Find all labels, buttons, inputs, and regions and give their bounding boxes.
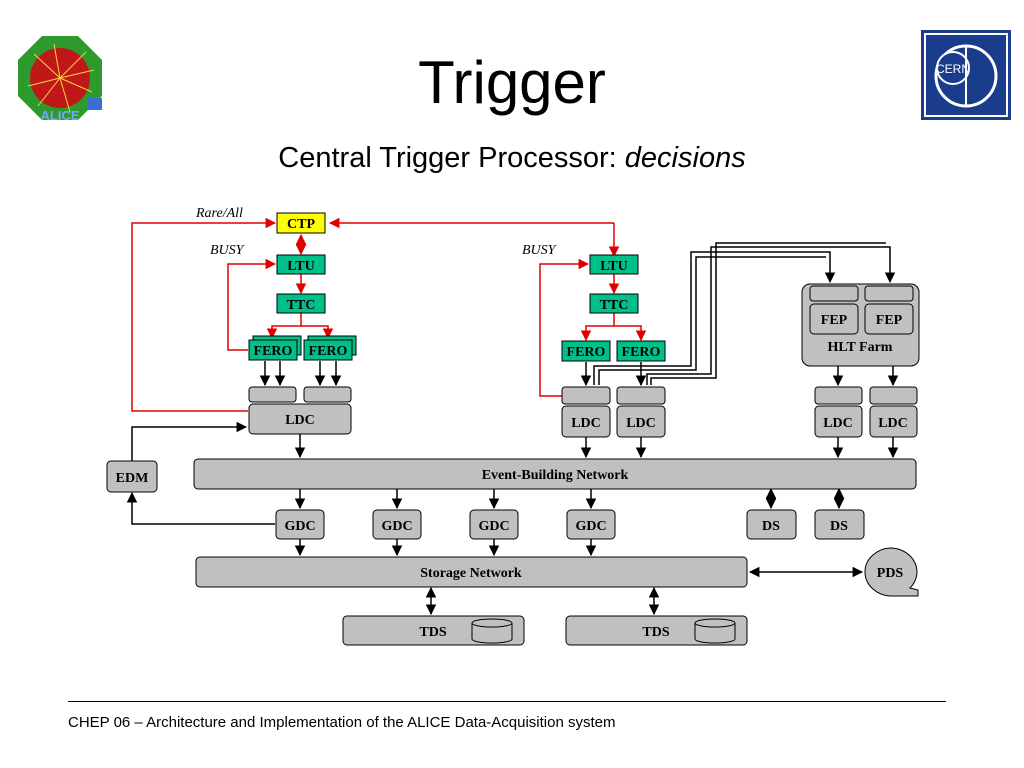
subtitle-emphasis: decisions bbox=[624, 142, 746, 174]
tds-box-2: TDS bbox=[565, 615, 748, 646]
ldc-box-hlt-2: LDC bbox=[869, 386, 918, 438]
fero-label-right-1: FERO bbox=[567, 345, 606, 360]
fep-label-1: FEP bbox=[821, 313, 848, 328]
tds-box-1: TDS bbox=[342, 615, 525, 646]
ldc-box-right-2: LDC bbox=[616, 386, 666, 438]
hlt-farm-label: HLT Farm bbox=[828, 340, 893, 355]
gdc-label-4: GDC bbox=[575, 519, 606, 534]
fero-label-left-1: FERO bbox=[254, 344, 293, 359]
footer-text: CHEP 06 – Architecture and Implementatio… bbox=[68, 714, 616, 731]
ttc-box-left: TTC bbox=[276, 293, 326, 314]
gdc-box-2: GDC bbox=[372, 509, 422, 540]
ds-label-2: DS bbox=[830, 519, 848, 534]
storage-network-label: Storage Network bbox=[420, 566, 522, 581]
ldc-box-hlt-1: LDC bbox=[814, 386, 863, 438]
ds-box-2: DS bbox=[814, 509, 865, 540]
subtitle-main: Central Trigger Processor: bbox=[278, 142, 625, 174]
rare-all-label: Rare/All bbox=[195, 206, 243, 221]
gdc-box-1: GDC bbox=[275, 509, 325, 540]
ldc-label-hlt-2: LDC bbox=[878, 416, 908, 431]
gdc-label-2: GDC bbox=[381, 519, 412, 534]
cern-logo: CERN bbox=[921, 30, 1011, 120]
cern-logo-text: CERN bbox=[936, 62, 970, 76]
fero-label-left-2: FERO bbox=[309, 344, 348, 359]
ttc-box-right: TTC bbox=[589, 293, 639, 314]
edm-label: EDM bbox=[116, 471, 149, 486]
ttc-label-left: TTC bbox=[287, 298, 316, 313]
disk-icon bbox=[694, 618, 736, 644]
gdc-box-4: GDC bbox=[566, 509, 616, 540]
event-building-network-label: Event-Building Network bbox=[482, 468, 629, 483]
fero-box-left-2: FERO bbox=[303, 335, 357, 361]
fero-label-right-2: FERO bbox=[622, 345, 661, 360]
ldc-box-right-1: LDC bbox=[561, 386, 611, 438]
fero-box-right-2: FERO bbox=[616, 340, 666, 362]
ldc-label-left: LDC bbox=[285, 413, 315, 428]
ctp-label: CTP bbox=[287, 217, 315, 232]
tds-label-1: TDS bbox=[419, 625, 446, 640]
busy-label-left: BUSY bbox=[210, 243, 246, 258]
ltu-label-left: LTU bbox=[287, 259, 315, 274]
ltu-box-left: LTU bbox=[276, 254, 326, 275]
ltu-label-right: LTU bbox=[600, 259, 628, 274]
pds-label: PDS bbox=[877, 566, 904, 581]
pds-box: PDS bbox=[864, 547, 919, 597]
ltu-box-right: LTU bbox=[589, 254, 639, 275]
gdc-label-3: GDC bbox=[478, 519, 509, 534]
hlt-farm-box: FEP FEP HLT Farm bbox=[801, 283, 920, 367]
fep-label-2: FEP bbox=[876, 313, 903, 328]
ldc-label-right-1: LDC bbox=[571, 416, 601, 431]
storage-network: Storage Network bbox=[195, 556, 748, 588]
gdc-label-1: GDC bbox=[284, 519, 315, 534]
ldc-label-right-2: LDC bbox=[626, 416, 656, 431]
edm-box: EDM bbox=[106, 460, 158, 493]
alice-logo: ALICE bbox=[18, 36, 102, 122]
alice-logo-text: ALICE bbox=[41, 108, 80, 122]
ttc-label-right: TTC bbox=[600, 298, 629, 313]
fero-box-right-1: FERO bbox=[561, 340, 611, 362]
ctp-box: CTP bbox=[276, 212, 326, 234]
disk-icon bbox=[471, 618, 513, 644]
slide-title: Trigger bbox=[418, 49, 606, 116]
fero-box-left-1: FERO bbox=[248, 335, 302, 361]
ldc-label-hlt-1: LDC bbox=[823, 416, 853, 431]
footer-divider bbox=[68, 701, 946, 702]
event-building-network: Event-Building Network bbox=[193, 458, 917, 490]
ldc-box-left: LDC bbox=[248, 386, 352, 435]
busy-label-right: BUSY bbox=[522, 243, 558, 258]
ds-box-1: DS bbox=[746, 509, 797, 540]
slide-subtitle: Central Trigger Processor: decisions bbox=[0, 140, 1024, 176]
gdc-box-3: GDC bbox=[469, 509, 519, 540]
ds-label-1: DS bbox=[762, 519, 780, 534]
tds-label-2: TDS bbox=[642, 625, 669, 640]
